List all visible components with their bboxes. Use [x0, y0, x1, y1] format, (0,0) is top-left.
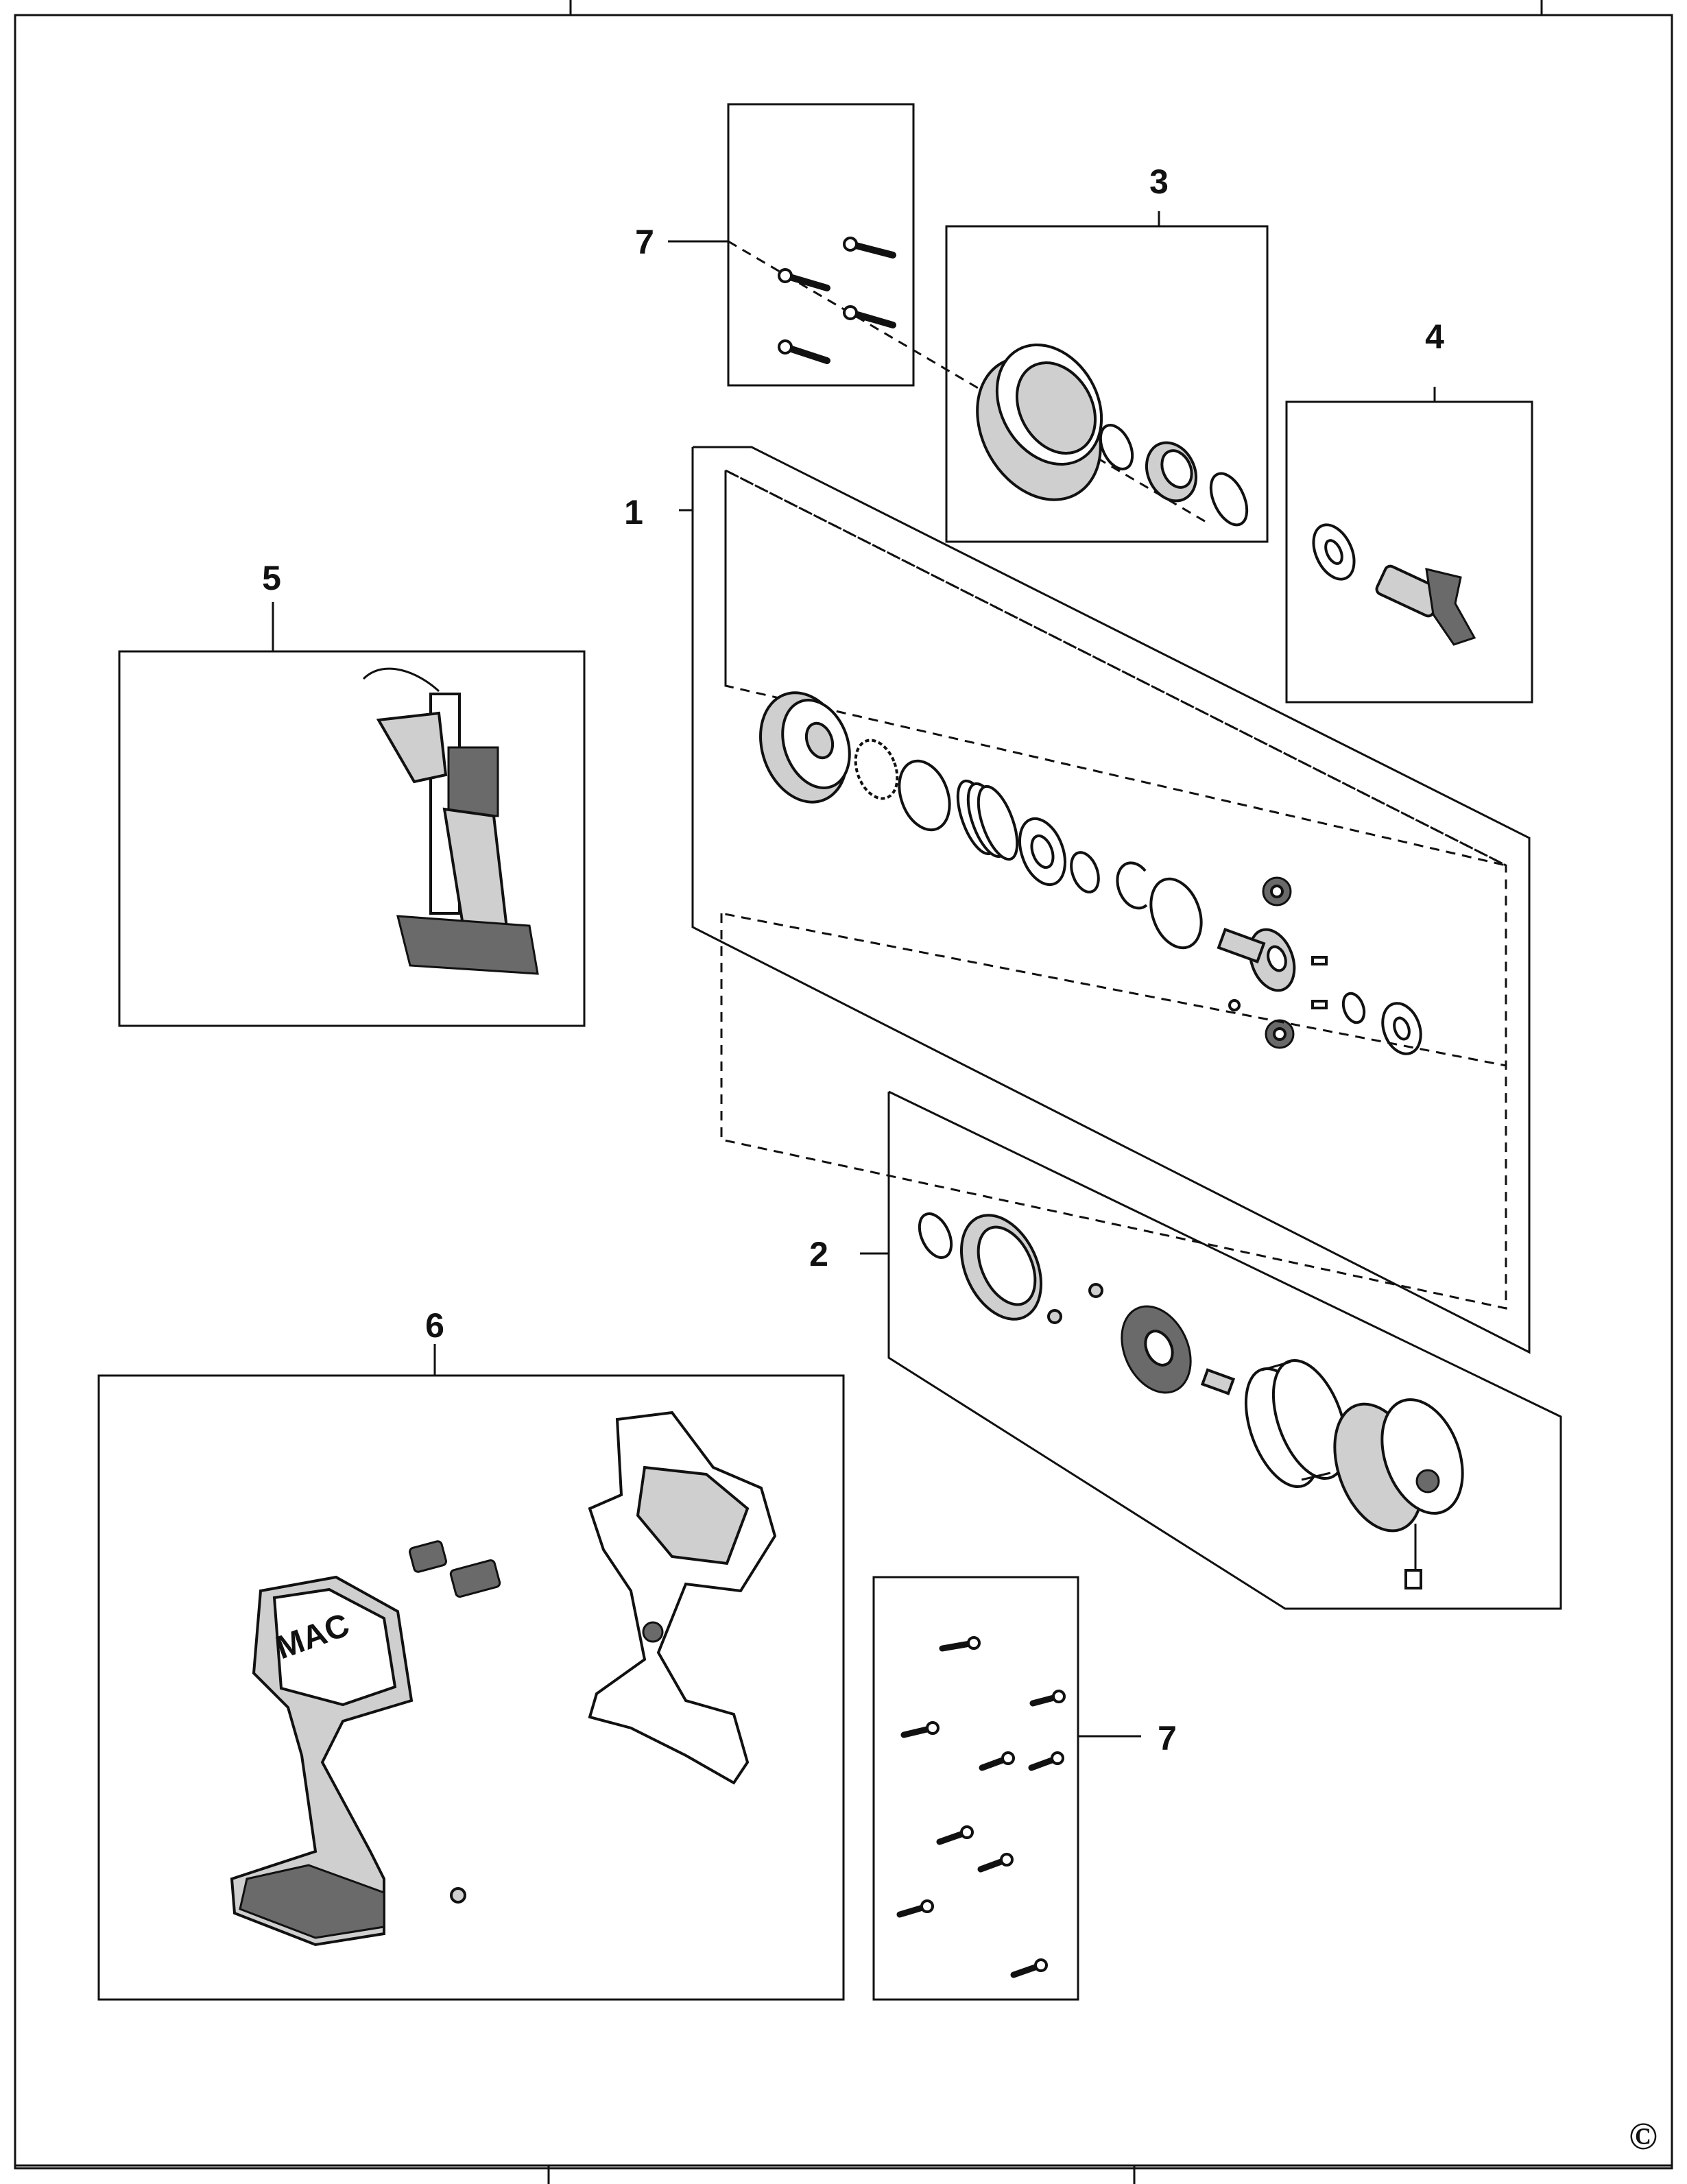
screw-set-bottom-box — [872, 1576, 1141, 2001]
anvil-assembly-box — [1285, 387, 1533, 704]
callout-6: 6 — [425, 1306, 444, 1345]
callout-7-bottom: 7 — [1158, 1719, 1177, 1757]
motor-assembly-outline — [860, 1090, 1562, 1610]
screw-icon — [936, 1825, 974, 1845]
screw-icon — [778, 268, 830, 291]
washer-icon — [1018, 817, 1066, 887]
pin-icon — [1088, 1283, 1103, 1298]
motor-icon — [1333, 1398, 1464, 1589]
gearbox-dashed-lower — [720, 912, 1507, 1310]
screw-icon — [1010, 1958, 1048, 1978]
screw-icon — [939, 1636, 981, 1652]
screw-icon — [843, 237, 896, 259]
washer-icon — [1312, 523, 1356, 581]
housing-left-icon: MAC — [230, 1575, 414, 1947]
screw-icon — [977, 1853, 1014, 1873]
callout-2: 2 — [809, 1235, 828, 1273]
screw-icon — [896, 1899, 934, 1918]
motor-internals — [918, 1212, 1464, 1589]
housing-assembly-box: MAC — [97, 1344, 845, 2001]
washer-icon — [1341, 992, 1366, 1024]
ball-icon — [1228, 999, 1241, 1011]
screw-icon — [778, 339, 830, 364]
planet-gear-icon — [1265, 1019, 1295, 1049]
pin-icon — [1047, 1309, 1062, 1324]
washer-icon — [1149, 877, 1203, 950]
c-clip-icon — [1116, 861, 1148, 910]
gearbox-internals — [759, 691, 1422, 1055]
callout-5: 5 — [262, 559, 281, 597]
housing-right-icon — [588, 1411, 777, 1785]
motor-can-icon — [1244, 1358, 1348, 1489]
page-frame — [14, 0, 1673, 2184]
pin-icon — [1311, 1000, 1328, 1009]
motor-plate-icon — [1121, 1305, 1192, 1394]
switch-icon — [362, 667, 539, 975]
carrier-icon — [1217, 928, 1296, 992]
callout-3: 3 — [1149, 163, 1169, 201]
ring-gear-icon — [959, 1214, 1043, 1321]
anvil-icon — [1375, 564, 1476, 646]
retaining-ring-icon — [918, 1212, 953, 1259]
pin-icon — [1311, 956, 1328, 965]
gear-housing-assembly-box — [945, 211, 1269, 543]
ball-ring-icon — [854, 739, 899, 800]
bearing-icon — [1145, 441, 1197, 503]
screw-icon — [900, 1721, 940, 1738]
screw-icon — [1028, 1751, 1064, 1771]
hammer-icon — [759, 691, 851, 804]
screw-icon — [979, 1751, 1015, 1771]
washer-icon — [1070, 851, 1100, 893]
callout-1: 1 — [624, 493, 643, 531]
callout-4: 4 — [1425, 317, 1444, 356]
spring-icon — [956, 779, 1019, 861]
screw-set-top-box — [668, 103, 1208, 524]
retaining-ring-icon — [1099, 424, 1134, 470]
callout-7-top: 7 — [635, 223, 654, 261]
pinion-icon — [1200, 1368, 1236, 1395]
copyright-mark: © — [1629, 2115, 1658, 2158]
badge-icon — [409, 1540, 501, 1598]
screw-icon — [843, 305, 896, 328]
switch-assembly-box — [118, 602, 586, 1027]
planet-gear-icon — [1262, 876, 1292, 907]
screw-icon — [1029, 1690, 1066, 1707]
nut-icon — [450, 1887, 466, 1904]
gearbox-assembly-outline — [679, 446, 1531, 1354]
snap-ring-icon — [1209, 472, 1249, 527]
washer-icon — [898, 759, 951, 832]
gear-housing-icon — [976, 343, 1103, 501]
bearing-icon — [1381, 1002, 1422, 1055]
